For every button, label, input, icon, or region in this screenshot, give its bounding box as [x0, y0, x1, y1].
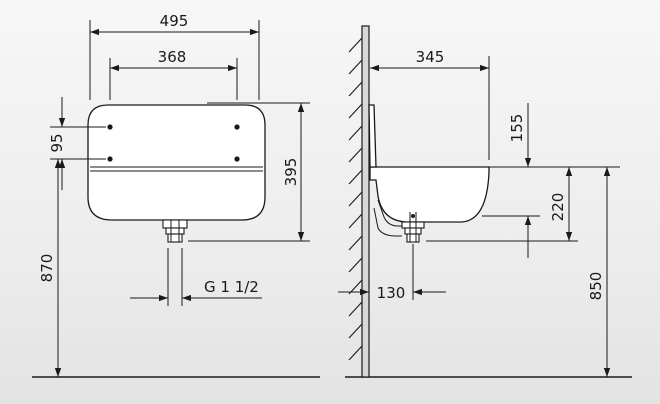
dim-label-130: 130	[377, 284, 406, 302]
mount-hole-tl	[107, 124, 113, 130]
side-view: 345 155 220 850 130	[338, 25, 632, 378]
dim-label-thread: G 1 1/2	[204, 278, 259, 296]
side-bracket	[368, 104, 377, 168]
dim-label-495: 495	[160, 12, 189, 30]
mount-hole-br	[234, 156, 240, 162]
front-view: 495 368 95 395 870 G 1 1/	[32, 12, 320, 378]
dim-label-850: 850	[587, 272, 605, 301]
dim-label-368: 368	[158, 48, 187, 66]
dim-label-870: 870	[38, 254, 56, 283]
side-drain-outlet	[373, 199, 425, 243]
mount-hole-bl	[107, 156, 113, 162]
dim-label-155: 155	[508, 114, 526, 143]
side-basin	[369, 166, 490, 223]
dim-label-220: 220	[549, 193, 567, 222]
front-drain-outlet	[162, 219, 188, 243]
dim-label-345: 345	[416, 48, 445, 66]
wall-hatching	[348, 37, 363, 361]
wall	[348, 25, 370, 378]
front-basin	[87, 104, 266, 221]
mount-hole-tr	[234, 124, 240, 130]
dim-label-95: 95	[48, 133, 66, 152]
dim-label-395: 395	[282, 158, 300, 187]
